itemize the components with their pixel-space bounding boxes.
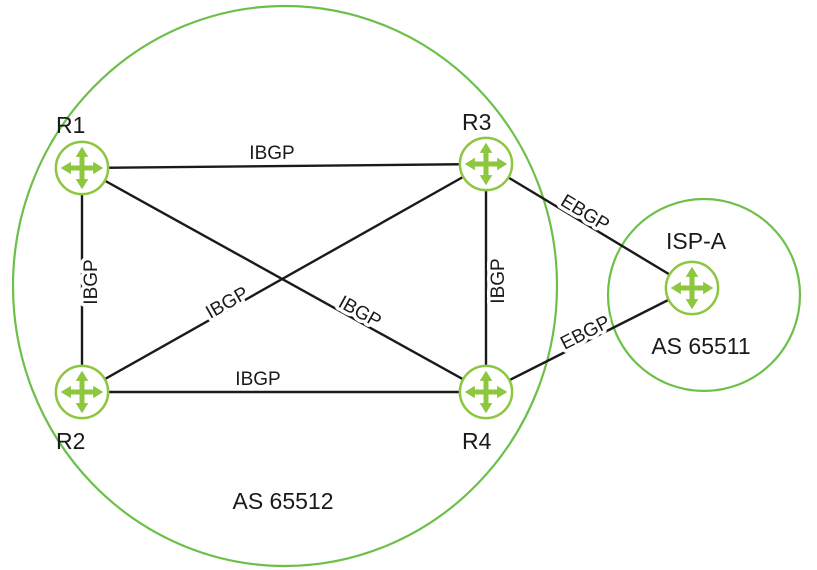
router-icon-r3 — [458, 136, 514, 192]
node-label-r2: R2 — [56, 428, 85, 454]
as-65512-boundary — [11, 4, 559, 568]
node-label-r3: R3 — [462, 109, 491, 135]
as-65511-boundary — [606, 197, 802, 393]
link-r2-r3 — [81, 162, 487, 394]
link-label-r1-r4: IBGP — [335, 292, 385, 332]
link-r3-isp-a — [485, 162, 693, 290]
router-icon-r2 — [54, 364, 110, 420]
link-label-r2-r3: IBGP — [202, 283, 252, 324]
link-label-r1-r3: IBGP — [249, 143, 294, 164]
link-label-r3-r4: IBGP — [488, 258, 509, 303]
router-icon-r4 — [458, 364, 514, 420]
link-label-r4-isp-a: EBGP — [557, 312, 614, 355]
link-label-r2-r4: IBGP — [235, 369, 280, 390]
node-label-isp-a: ISP-A — [666, 228, 727, 254]
link-label-r1-r2: IBGP — [81, 259, 102, 304]
link-r1-r3 — [81, 162, 487, 170]
router-icon-isp-a — [664, 260, 720, 316]
link-label-r3-isp-a: EBGP — [557, 191, 613, 236]
link-r1-r4 — [81, 166, 487, 394]
as-65511-label: AS 65511 — [651, 333, 750, 359]
node-label-r4: R4 — [462, 428, 492, 454]
as-65512-label: AS 65512 — [232, 488, 333, 514]
router-icon-r1 — [54, 140, 110, 196]
link-r4-isp-a — [485, 286, 693, 394]
node-label-r1: R1 — [56, 112, 85, 138]
